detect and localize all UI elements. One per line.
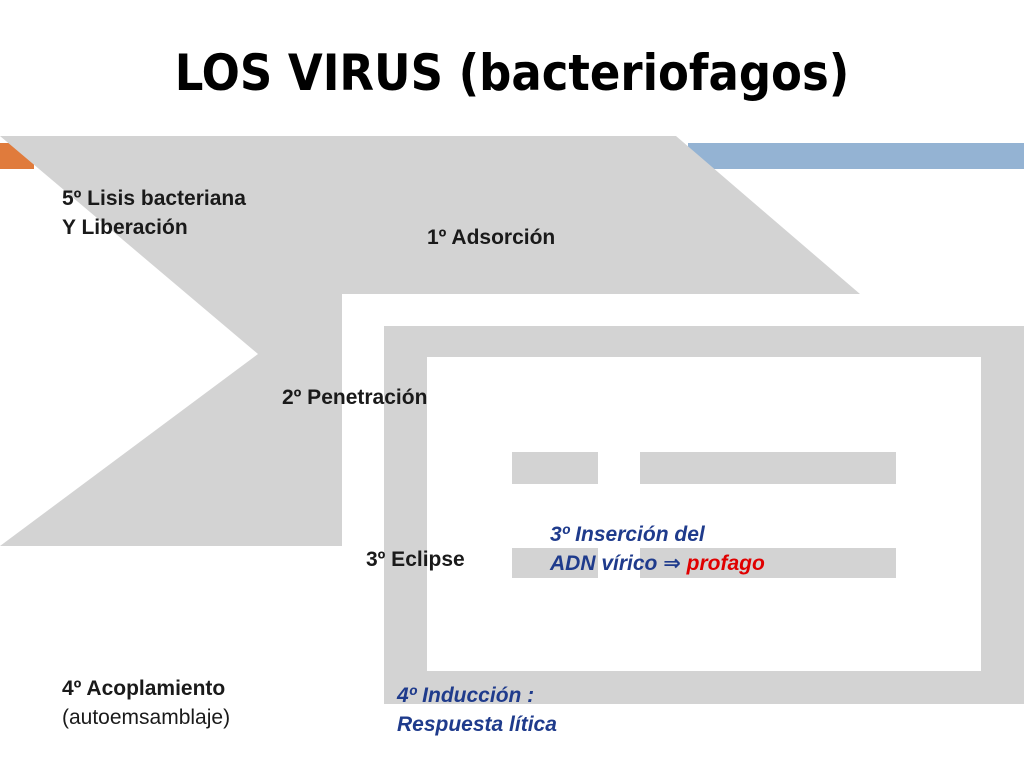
prophage-chromosome-segment-2 <box>640 548 896 578</box>
label-step1-adsorcion: 1º Adsorción <box>427 226 556 249</box>
implies-arrow-icon: ⇒ <box>663 551 681 575</box>
label-lysogenic-step3-line2: ADN vírico ⇒ profago <box>550 549 765 578</box>
label-step5-line1: 5º Lisis bacteriana <box>62 187 246 210</box>
lytic-cycle-arrow <box>0 136 860 546</box>
label-step5-line2: Y Liberación <box>62 216 188 239</box>
label-step4-acoplamiento: 4º Acoplamiento (autoemsamblaje) <box>62 674 230 732</box>
bacterial-chromosome-segment-2 <box>640 452 896 484</box>
label-lysogenic-step4-induccion: 4º Inducción : Respuesta lítica <box>397 681 557 739</box>
label-step4-line1: 4º Acoplamiento <box>62 677 226 700</box>
accent-bar-blue <box>688 143 1024 169</box>
label-step5-lisis: 5º Lisis bacteriana Y Liberación <box>62 184 246 242</box>
label-lysogenic-step3-insercion: 3º Inserción del ADN vírico ⇒ profago <box>550 520 765 578</box>
lysogenic-cycle-frame <box>384 326 1024 704</box>
label-step2-penetracion: 2º Penetración <box>282 386 428 409</box>
label-step3-eclipse: 3º Eclipse <box>366 548 465 571</box>
label-lysogenic-step3-line1: 3º Inserción del <box>550 523 705 546</box>
prophage-chromosome-segment-1 <box>512 548 598 578</box>
slide-title: LOS VIRUS (bacteriofagos) <box>174 44 850 102</box>
label-profago: profago <box>686 552 765 575</box>
bacterial-chromosome-segment-1 <box>512 452 598 484</box>
label-lysogenic-step4-line2: Respuesta lítica <box>397 713 557 736</box>
label-step4-line2: (autoemsamblaje) <box>62 706 231 729</box>
label-lysogenic-step4-line1: 4º Inducción : <box>397 684 535 707</box>
label-adn-virico: ADN vírico <box>550 552 658 575</box>
